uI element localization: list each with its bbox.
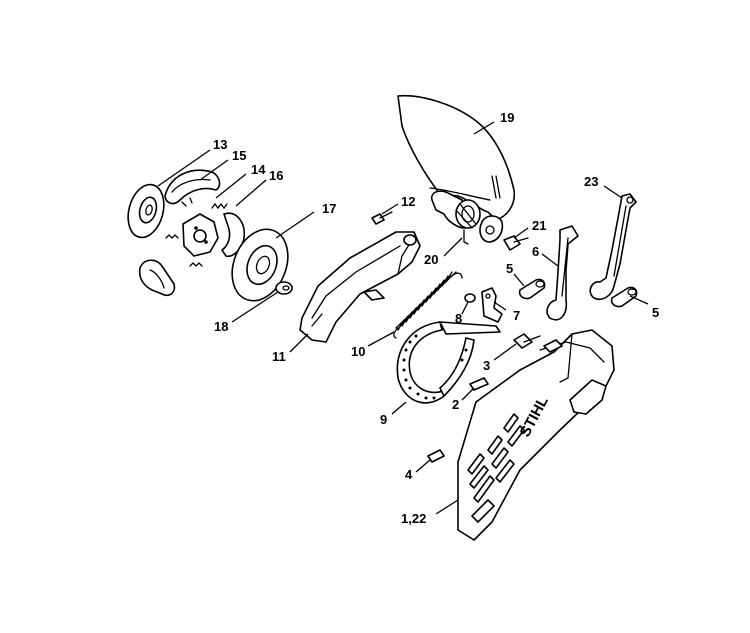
label-14: 14 [251, 162, 266, 177]
label-2: 2 [452, 397, 459, 412]
cover-vent-slots [467, 413, 525, 503]
part-14-spring [165, 202, 228, 267]
label-10: 10 [351, 344, 365, 359]
part-7-bracket [481, 287, 503, 323]
label-6: 6 [532, 244, 539, 259]
part-4-pin [427, 449, 445, 463]
label-4: 4 [405, 467, 413, 482]
label-7: 7 [513, 308, 520, 323]
label-5-right: 5 [652, 305, 659, 320]
part-9-brake-band [396, 321, 501, 404]
part-15-clutch-shoe [164, 169, 221, 207]
part-1-22-sprocket-cover: STIHL [457, 329, 615, 541]
part-16-clutch-carrier [182, 212, 246, 258]
label-15: 15 [232, 148, 246, 163]
part-5-sleeve-left [518, 278, 546, 300]
label-12: 12 [401, 194, 415, 209]
part-8-clip [464, 293, 476, 303]
label-11: 11 [272, 349, 286, 364]
part-11-hand-guard [299, 231, 421, 343]
part-3-screw [513, 333, 541, 349]
label-18: 18 [214, 319, 228, 334]
part-10-tension-spring [393, 271, 463, 339]
label-19: 19 [500, 110, 514, 125]
part-5-sleeve-right [610, 286, 638, 308]
label-5-left: 5 [506, 261, 513, 276]
label-9: 9 [380, 412, 387, 427]
label-16: 16 [269, 168, 283, 183]
part-clutch-shoe-lower [138, 259, 176, 297]
label-20: 20 [424, 252, 438, 267]
part-2-pin [469, 377, 489, 391]
part-21-bolt [503, 235, 529, 251]
part-17-clutch-drum [231, 228, 289, 302]
label-17: 17 [322, 201, 336, 216]
label-1-22: 1,22 [401, 511, 426, 526]
part-19-chain-brake-lever [397, 94, 516, 245]
part-18-bushing [275, 281, 293, 295]
label-8: 8 [455, 311, 462, 326]
callout-labels: 13 15 14 16 17 12 19 23 21 20 6 5 5 8 7 … [213, 110, 659, 526]
part-12-screw [371, 211, 393, 225]
leader-lines [157, 121, 649, 515]
label-13: 13 [213, 137, 227, 152]
part-6-lever [546, 225, 579, 321]
label-23: 23 [584, 174, 598, 189]
part-13-washer [127, 183, 165, 239]
label-3: 3 [483, 358, 490, 373]
part-23-linkage-lever [589, 193, 637, 301]
label-21: 21 [532, 218, 546, 233]
